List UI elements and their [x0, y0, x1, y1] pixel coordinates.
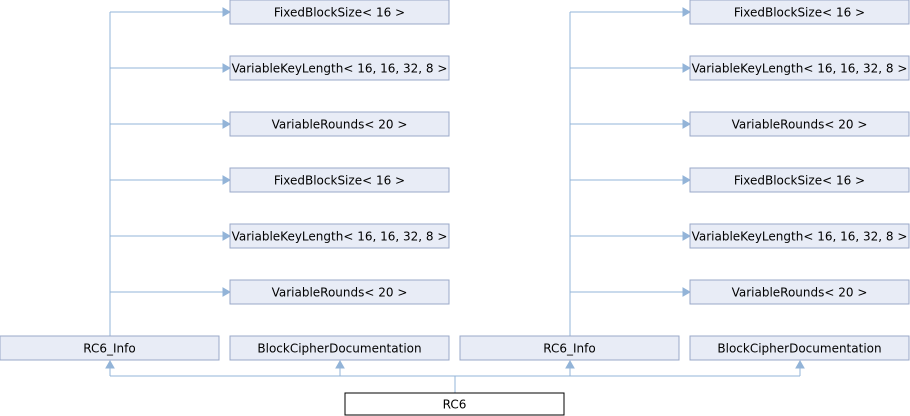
class-label: VariableKeyLength< 16, 16, 32, 8 > — [232, 62, 448, 76]
class-label: FixedBlockSize< 16 > — [734, 6, 865, 20]
class-node-variablerounds[interactable]: VariableRounds< 20 > — [689, 111, 910, 137]
class-node-blockcipherdocumentation[interactable]: BlockCipherDocumentation — [689, 335, 910, 361]
root-edges — [105, 359, 805, 393]
class-node-rc6-info[interactable]: RC6_Info — [459, 335, 680, 361]
class-node-rc6-root[interactable]: RC6 — [344, 392, 565, 416]
root-class-label: RC6 — [443, 398, 467, 412]
class-node-variablerounds[interactable]: VariableRounds< 20 > — [689, 279, 910, 305]
class-label: FixedBlockSize< 16 > — [734, 174, 865, 188]
class-node-variablekeylength[interactable]: VariableKeyLength< 16, 16, 32, 8 > — [229, 55, 450, 81]
class-label: VariableKeyLength< 16, 16, 32, 8 > — [692, 62, 908, 76]
class-node-fixedblocksize[interactable]: FixedBlockSize< 16 > — [229, 0, 450, 25]
right-info-edges — [569, 7, 692, 336]
class-label: FixedBlockSize< 16 > — [274, 174, 405, 188]
class-label: VariableKeyLength< 16, 16, 32, 8 > — [232, 230, 448, 244]
class-node-variablerounds[interactable]: VariableRounds< 20 > — [229, 111, 450, 137]
class-node-variablekeylength[interactable]: VariableKeyLength< 16, 16, 32, 8 > — [689, 223, 910, 249]
class-label: VariableKeyLength< 16, 16, 32, 8 > — [692, 230, 908, 244]
class-label: BlockCipherDocumentation — [257, 342, 421, 356]
class-node-fixedblocksize[interactable]: FixedBlockSize< 16 > — [689, 167, 910, 193]
class-label: VariableRounds< 20 > — [732, 118, 868, 132]
class-label: BlockCipherDocumentation — [717, 342, 881, 356]
left-info-edges — [109, 7, 232, 336]
class-label: VariableRounds< 20 > — [272, 118, 408, 132]
class-node-rc6-info[interactable]: RC6_Info — [0, 335, 220, 361]
class-node-fixedblocksize[interactable]: FixedBlockSize< 16 > — [229, 167, 450, 193]
class-node-fixedblocksize[interactable]: FixedBlockSize< 16 > — [689, 0, 910, 25]
class-label: RC6_Info — [83, 342, 135, 356]
class-label: VariableRounds< 20 > — [272, 286, 408, 300]
class-label: FixedBlockSize< 16 > — [274, 6, 405, 20]
class-label: RC6_Info — [543, 342, 595, 356]
class-node-blockcipherdocumentation[interactable]: BlockCipherDocumentation — [229, 335, 450, 361]
class-node-variablekeylength[interactable]: VariableKeyLength< 16, 16, 32, 8 > — [689, 55, 910, 81]
class-node-variablekeylength[interactable]: VariableKeyLength< 16, 16, 32, 8 > — [229, 223, 450, 249]
class-label: VariableRounds< 20 > — [732, 286, 868, 300]
class-node-variablerounds[interactable]: VariableRounds< 20 > — [229, 279, 450, 305]
